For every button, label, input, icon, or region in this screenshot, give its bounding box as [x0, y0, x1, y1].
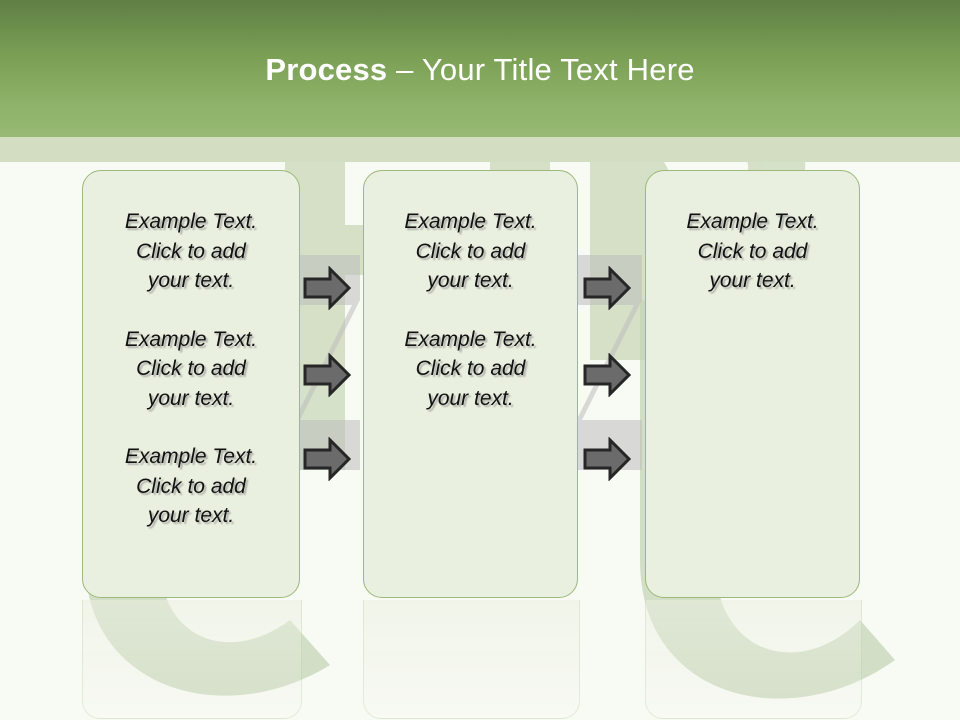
process-text-1-2[interactable]: Example Text. Click to add your text.	[124, 327, 258, 410]
box-reflection-3	[645, 600, 862, 719]
process-box-2-content: Example Text. Click to add your text. Ex…	[364, 207, 577, 442]
process-box-1-content: Example Text. Click to add your text. Ex…	[83, 207, 299, 560]
process-box-3[interactable]: Example Text. Click to add your text.	[645, 170, 860, 598]
box-reflection-1	[82, 600, 302, 719]
process-box-1[interactable]: Example Text. Click to add your text. Ex…	[82, 170, 300, 598]
arrow-right-icon-1-3[interactable]	[302, 437, 352, 481]
page-title-rest: – Your Title Text Here	[387, 52, 695, 87]
process-box-3-content: Example Text. Click to add your text.	[646, 207, 859, 325]
process-text-2-1[interactable]: Example Text. Click to add your text.	[404, 210, 537, 292]
arrow-right-icon-1-2[interactable]	[302, 353, 352, 397]
process-text-1-3[interactable]: Example Text. Click to add your text.	[124, 445, 258, 527]
page-title: Process – Your Title Text Here	[0, 52, 960, 88]
title-underband	[0, 137, 960, 162]
process-box-2[interactable]: Example Text. Click to add your text. Ex…	[363, 170, 578, 598]
box-reflection-2	[363, 600, 580, 719]
page-title-strong: Process	[265, 52, 388, 87]
arrow-right-icon-2-2[interactable]	[582, 353, 632, 397]
arrow-right-icon-2-1[interactable]	[582, 266, 632, 310]
arrow-right-icon-1-1[interactable]	[302, 266, 352, 310]
process-text-1-1[interactable]: Example Text. Click to add your text.	[124, 210, 258, 292]
process-text-3-1[interactable]: Example Text. Click to add your text.	[686, 210, 819, 292]
process-text-2-2[interactable]: Example Text. Click to add your text.	[404, 327, 537, 410]
arrow-right-icon-2-3[interactable]	[582, 437, 632, 481]
